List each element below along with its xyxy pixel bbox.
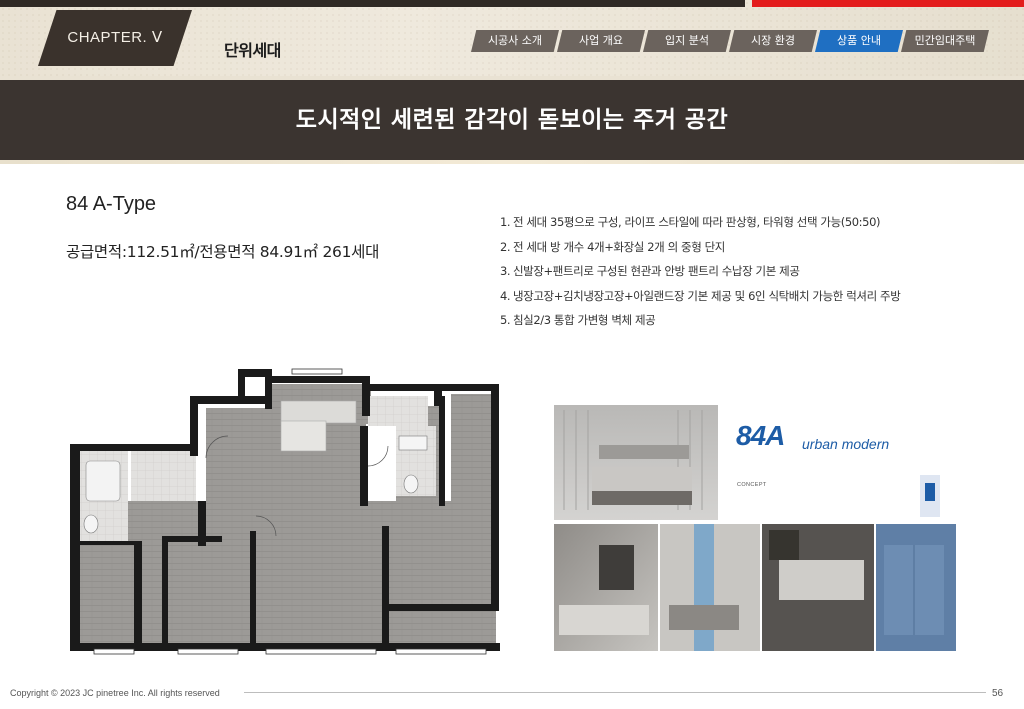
unit-area: 공급면적:112.51㎡/전용면적 84.91㎡ 261세대 [66,243,380,261]
nav-tab-product[interactable]: 상품 안내 [815,30,903,52]
footer-divider [244,692,986,693]
section-title: 단위세대 [224,41,281,60]
feature-number: 2. [500,239,511,254]
chapter-nav: 시공사 소개 사업 개요 입지 분석 시장 환경 상품 안내 민간임대주택 [471,30,989,52]
top-accent-bar [0,0,745,7]
feature-item: 5.침실2/3 통합 가변형 벽체 제공 [500,308,1000,333]
header: CHAPTER. Ⅴ 단위세대 시공사 소개 사업 개요 입지 분석 시장 환경… [0,0,1024,76]
feature-text: 냉장고장+김치냉장고장+아일랜드장 기본 제공 및 6인 식탁배치 가능한 럭셔… [513,288,901,303]
copyright: Copyright © 2023 JC pinetree Inc. All ri… [10,688,220,698]
feature-item: 4.냉장고장+김치냉장고장+아일랜드장 기본 제공 및 6인 식탁배치 가능한 … [500,284,1000,309]
feature-number: 5. [500,313,511,327]
chapter-label: CHAPTER. Ⅴ [67,29,163,46]
unit-type: 84 A-Type [66,193,157,215]
mood-board-title: 84A [736,420,785,451]
feature-number: 4. [500,288,511,303]
nav-tab-rental[interactable]: 민간임대주택 [901,30,989,52]
feature-item: 3.신발장+팬트리로 구성된 현관과 안방 팬트리 수납장 기본 제공 [500,259,1000,284]
feature-text: 침실2/3 통합 가변형 벽체 제공 [513,313,656,327]
feature-list: 1.전 세대 35평으로 구성, 라이프 스타일에 따라 판상형, 타워형 선택… [500,210,1000,333]
feature-text: 전 세대 방 개수 4개+화장실 2개 의 중형 단지 [513,239,725,254]
mood-board-image [554,405,956,651]
nav-tab-overview[interactable]: 사업 개요 [557,30,645,52]
floor-plan-image [70,368,500,655]
top-red-bar [752,0,1024,7]
feature-item: 2.전 세대 방 개수 4개+화장실 2개 의 중형 단지 [500,235,1000,260]
nav-tab-location[interactable]: 입지 분석 [643,30,731,52]
page-number: 56 [992,688,1004,699]
nav-tab-market[interactable]: 시장 환경 [729,30,817,52]
feature-text: 전 세대 35평으로 구성, 라이프 스타일에 따라 판상형, 타워형 선택 가… [513,215,881,229]
title-banner: 도시적인 세련된 감각이 돋보이는 주거 공간 [0,76,1024,164]
feature-item: 1.전 세대 35평으로 구성, 라이프 스타일에 따라 판상형, 타워형 선택… [500,210,1000,235]
chapter-badge: CHAPTER. Ⅴ [38,10,192,66]
concept-heading: CONCEPT [737,482,767,488]
feature-number: 3. [500,264,511,278]
feature-number: 1. [500,215,511,229]
mood-board-subtitle: urban modern [802,436,890,452]
banner-title: 도시적인 세련된 감각이 돋보이는 주거 공간 [295,107,729,133]
feature-text: 신발장+팬트리로 구성된 현관과 안방 팬트리 수납장 기본 제공 [513,264,800,278]
nav-tab-builder[interactable]: 시공사 소개 [471,30,559,52]
